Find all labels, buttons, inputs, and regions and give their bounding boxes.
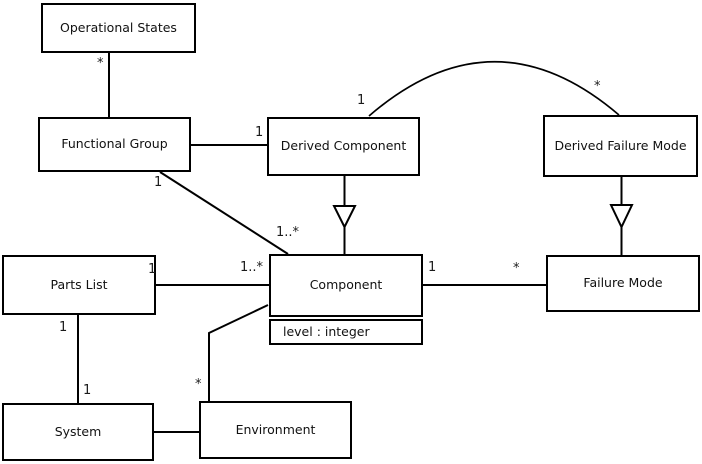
edge-derived-component-component-generalization — [332, 176, 357, 254]
multiplicity-label: * — [594, 79, 601, 94]
node-derived-failure-mode: Derived Failure Mode — [543, 115, 698, 177]
node-parts-list: Parts List — [2, 255, 156, 315]
node-environment: Environment — [199, 401, 352, 459]
edge-functional-group-component — [159, 171, 289, 255]
multiplicity-label: 1 — [255, 125, 264, 140]
multiplicity-label: 1..* — [240, 260, 264, 275]
multiplicity-label: 1 — [148, 262, 157, 277]
node-failure-mode: Failure Mode — [546, 255, 700, 312]
node-derived-component: Derived Component — [267, 117, 420, 176]
node-component-name: Component — [269, 254, 423, 317]
multiplicity-label: 1 — [357, 93, 366, 108]
edge-derived-component-derived-failure-mode-arc — [368, 60, 620, 117]
multiplicity-label: 1 — [428, 260, 437, 275]
edge-environment-component — [208, 304, 269, 401]
multiplicity-label: 1 — [83, 383, 92, 398]
edge-derived-failure-mode-failure-mode-generalization — [609, 177, 634, 255]
generalization-triangle-icon — [609, 204, 634, 230]
multiplicity-label: 1 — [59, 320, 68, 335]
node-system: System — [2, 403, 154, 461]
node-operational-states: Operational States — [41, 3, 196, 53]
node-functional-group: Functional Group — [38, 117, 191, 172]
multiplicity-label: * — [513, 261, 520, 276]
multiplicity-label: 1 — [154, 175, 163, 190]
generalization-triangle-icon — [332, 205, 357, 230]
multiplicity-label: 1..* — [276, 225, 300, 240]
multiplicity-label: * — [97, 56, 104, 71]
multiplicity-label: * — [195, 377, 202, 392]
node-component-attribute: level : integer — [269, 319, 423, 345]
